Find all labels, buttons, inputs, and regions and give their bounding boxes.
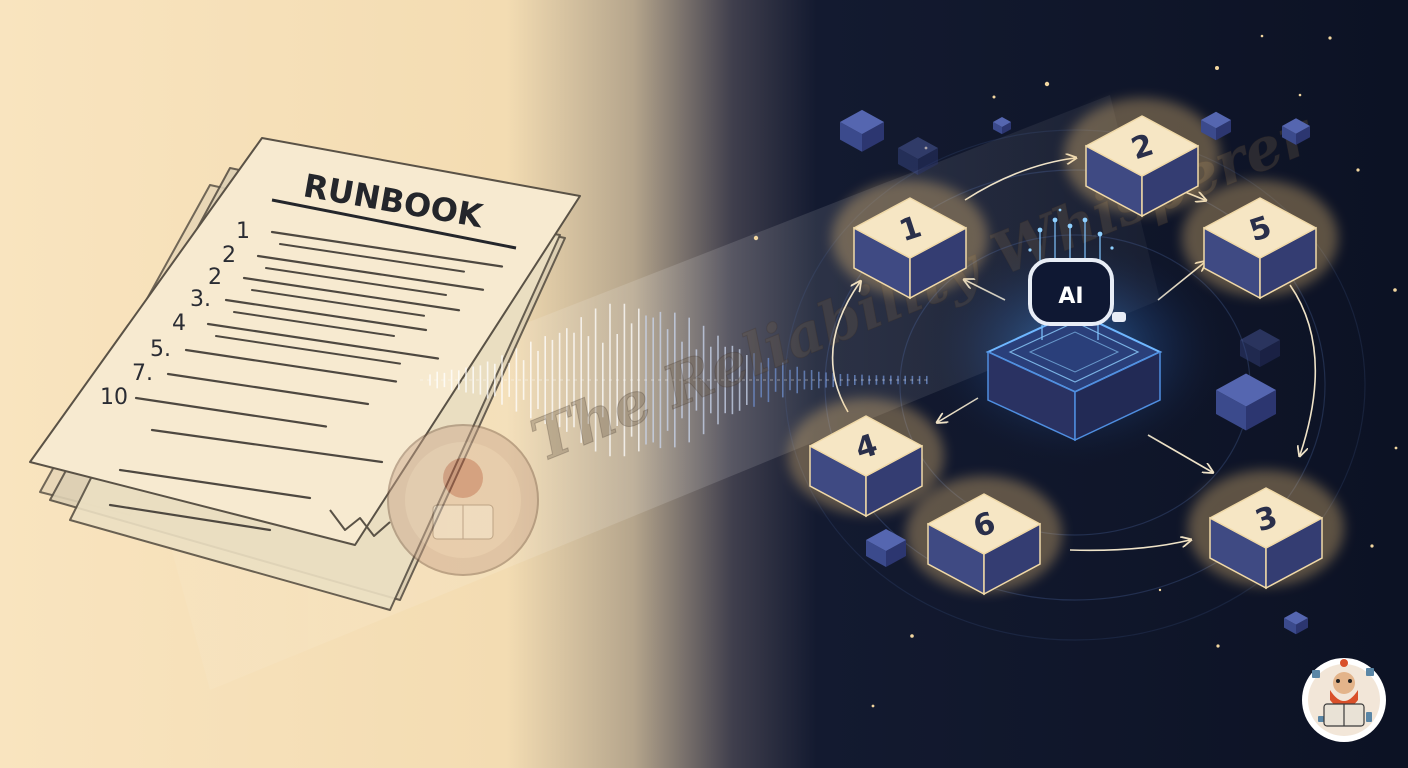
- step-number: 10: [100, 385, 128, 410]
- runbook-extra-lines: [108, 428, 384, 532]
- step-number: 4: [172, 311, 186, 336]
- step-text-line: [279, 243, 465, 273]
- step-number: 7.: [132, 361, 153, 386]
- floating-block: [1201, 111, 1231, 141]
- floating-blocks: [840, 109, 1310, 635]
- floating-block: [993, 117, 1011, 135]
- step-number: 5.: [150, 337, 171, 362]
- step-number: 1: [236, 219, 250, 244]
- floating-block: [898, 137, 938, 175]
- step-cube-1: 1: [832, 180, 988, 300]
- step-text-line: [256, 254, 485, 291]
- step-cube-3: 3: [1188, 470, 1344, 590]
- step-text-line: [233, 311, 395, 337]
- step-cube-6: 6: [906, 476, 1062, 596]
- step-text-line: [270, 230, 504, 268]
- step-text-line: [251, 289, 425, 317]
- step-cube-2: 2: [1064, 98, 1220, 218]
- floating-block: [840, 109, 884, 152]
- floating-block: [866, 529, 906, 567]
- floating-block: [1282, 118, 1310, 145]
- ai-chip-icon: AI: [1028, 208, 1126, 340]
- step-cube-4: 4: [788, 398, 944, 518]
- step-number: 2: [222, 243, 236, 268]
- floating-block: [1284, 611, 1308, 635]
- floating-block: [1216, 373, 1276, 431]
- step-text-line: [184, 348, 398, 383]
- ai-label: AI: [1058, 284, 1083, 309]
- runbook-document: [29, 137, 581, 611]
- step-text-line: [242, 276, 461, 312]
- step-text-line: [206, 322, 440, 360]
- step-text-line: [134, 396, 328, 428]
- brand-logo: [1302, 658, 1386, 742]
- step-number: 2: [208, 265, 222, 290]
- step-cube-5: 5: [1182, 180, 1338, 300]
- step-text-line: [224, 298, 428, 332]
- workflow-steps: 125 46 3: [788, 98, 1344, 596]
- step-text-line: [265, 267, 447, 296]
- watermark-logo: [387, 424, 539, 576]
- audio-waveform: [420, 303, 930, 457]
- step-text-line: [215, 335, 401, 365]
- step-text-line: [166, 372, 370, 406]
- floating-block: [1240, 329, 1280, 367]
- star-field: [753, 34, 1398, 708]
- ai-hub: AI: [915, 208, 1235, 470]
- step-number: 3.: [190, 287, 211, 312]
